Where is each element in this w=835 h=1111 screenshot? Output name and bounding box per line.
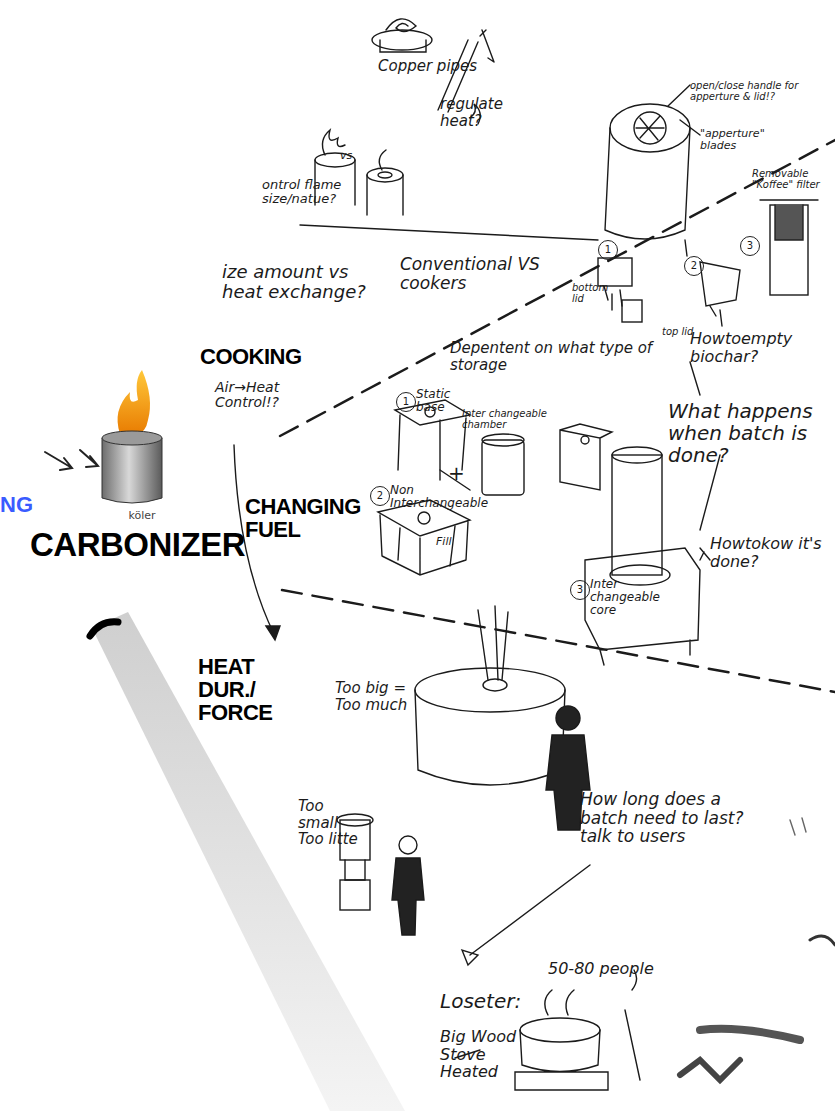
callout-number: 1	[396, 392, 416, 412]
handwritten-note: What happens when batch is done?	[668, 400, 833, 466]
handwritten-note: Inter changeable chamber	[462, 408, 554, 430]
brand-label: köler	[112, 510, 172, 522]
handwritten-note: 50-80 people	[548, 960, 658, 978]
handwritten-note: Removable "Koffee" filter	[752, 168, 832, 190]
handwritten-note: Fill	[436, 536, 466, 548]
callout-number: 2	[684, 256, 704, 276]
handwritten-note: Conventional VS cookers	[400, 255, 550, 292]
product-name: CARBONIZER	[30, 528, 250, 563]
handwritten-note: vs	[340, 150, 370, 162]
handwritten-note: open/close handle for apperture & lid!?	[690, 80, 835, 102]
section-heading: HEAT DUR./ FORCE	[198, 655, 308, 724]
handwritten-note: "apperture" blades	[700, 128, 800, 152]
handwritten-note: Loseter:	[440, 990, 540, 1012]
handwritten-note: Howtokow it's done?	[710, 535, 835, 570]
callout-number: 3	[570, 580, 590, 600]
handwritten-note: Too small Too litte	[298, 798, 368, 848]
callout-number: 3	[740, 236, 760, 256]
handwritten-note: ontrol flame size/natue?	[262, 178, 372, 207]
handwritten-note: Depentent on what type of storage	[450, 340, 690, 373]
handwritten-note: Non Interchangeable	[390, 484, 490, 510]
section-heading: COOKING	[200, 345, 320, 368]
handwritten-note: ize amount vs heat exchange?	[222, 262, 372, 302]
handwritten-note: Big Wood Stove Heated	[440, 1028, 545, 1081]
handwritten-note: Too big = Too much	[335, 680, 415, 713]
handwritten-note: Copper pipes	[378, 58, 488, 75]
handwritten-note: How long does a batch need to last? talk…	[580, 790, 760, 846]
handwritten-note: Air→Heat Control!?	[215, 380, 297, 411]
section-heading: NG	[0, 493, 40, 517]
handwritten-note: regulate heat?	[440, 96, 520, 129]
handwritten-note: Inter changeable core	[590, 578, 685, 618]
handwritten-note: +	[448, 462, 468, 484]
product-icon: kölerCARBONIZER	[30, 370, 250, 570]
handwritten-note: Static base	[416, 388, 466, 414]
callout-number: 1	[598, 240, 618, 260]
handwritten-note: bottom lid	[572, 282, 604, 304]
callout-number: 2	[370, 486, 390, 506]
section-heading: CHANGING FUEL	[245, 495, 370, 541]
handwritten-note: Howtoempty biochar?	[690, 330, 830, 365]
